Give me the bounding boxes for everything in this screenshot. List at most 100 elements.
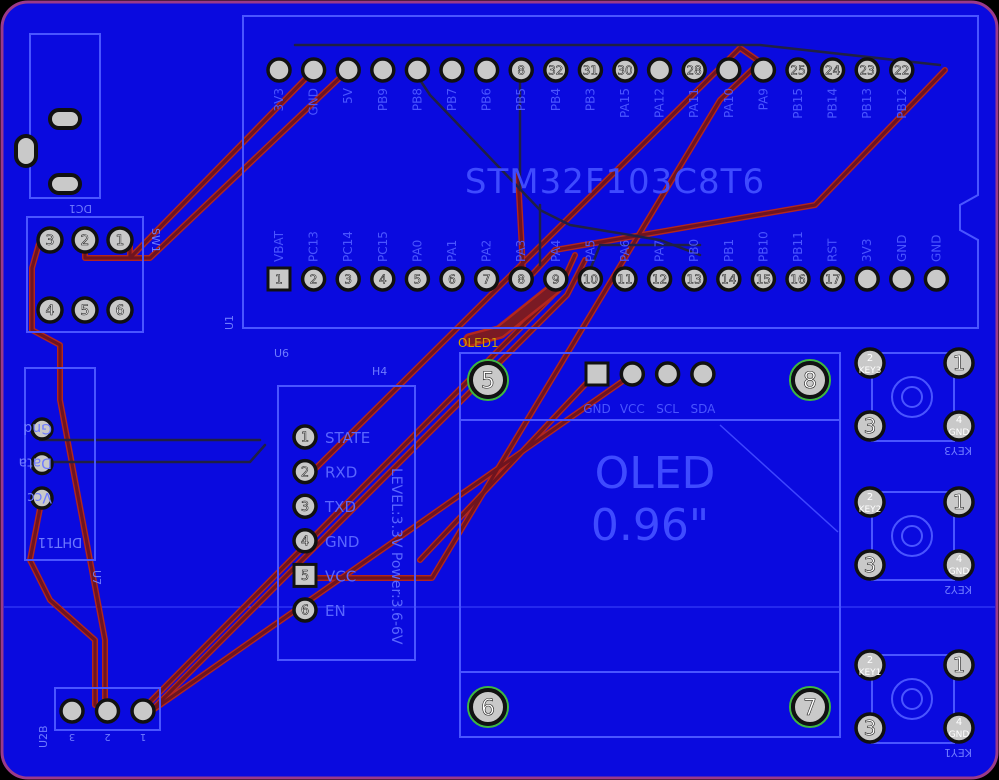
mcu-bottom-pad-14-label: 14 <box>721 272 736 286</box>
switch-silk <box>26 216 144 333</box>
regulator-pin-label-3: 3 <box>69 731 75 742</box>
oled-mount-hole-8-label: 8 <box>803 369 817 394</box>
key-pad-4-num: 4 <box>956 415 962 426</box>
mcu-bottom-pin-label-19: GND <box>929 234 943 262</box>
mcu-top-pad-PA15: 30 <box>612 57 638 83</box>
mcu-top-pin-label-PB7: PB7 <box>445 88 459 111</box>
mcu-bottom-pad-15: 15 <box>750 266 777 292</box>
mcu-bottom-pin-label-5: PA1 <box>445 240 459 262</box>
oled-pin-sda-shape <box>690 361 716 387</box>
dc-jack-pad-3 <box>48 173 82 195</box>
mcu-bottom-pad-6-label: 6 <box>448 272 456 286</box>
oled-mount-hole-7-ring <box>789 686 831 728</box>
oled-pin-gnd <box>584 361 610 387</box>
key-pad-4-num: 4 <box>956 554 962 565</box>
key-pad-3-key2-label: 3 <box>864 553 877 577</box>
mcu-top-pad-PB4: 32 <box>543 57 569 83</box>
oled-mount-hole-8: 8 <box>789 359 831 401</box>
key-ref-key1: KEY1 <box>944 746 972 759</box>
bluetooth-pin-label-gnd: GND <box>325 533 359 551</box>
key-pad-1-key3-shape <box>943 347 975 379</box>
oled-mount-hole-5-ring <box>467 359 509 401</box>
key-cap-inner-key3 <box>901 386 923 408</box>
bluetooth-pin-txd-shape <box>292 493 318 519</box>
bluetooth-pin-en: 6 <box>292 597 318 623</box>
switch-pad-1-label: 1 <box>116 233 125 249</box>
key-pad-2-key1 <box>854 649 886 681</box>
mcu-top-pad-PB8-shape <box>404 57 431 83</box>
mcu-bottom-pad-11-label: 11 <box>617 272 632 286</box>
switch-pad-4-shape <box>36 296 64 324</box>
bluetooth-pin-gnd-label: 4 <box>301 534 309 549</box>
mcu-top-pin-label-GND: GND <box>307 88 321 116</box>
bluetooth-mount-ref: H4 <box>372 365 387 378</box>
key-pad-2-key3-shape <box>854 347 886 379</box>
dht11-silk <box>24 367 96 561</box>
oled-pin-label-vcc: VCC <box>620 402 645 416</box>
mcu-bottom-pin-label-9: PA5 <box>583 240 597 262</box>
key-pad-2-num: 2 <box>867 492 873 503</box>
mcu-top-pad-PA15-shape <box>612 57 638 83</box>
key-pad-2-label: KEY1 <box>859 668 882 678</box>
key-pad-2-label: KEY2 <box>859 505 882 515</box>
mcu-bottom-pad-5-label: 5 <box>414 272 422 286</box>
key-cap-inner-key2 <box>901 525 923 547</box>
key-cap-inner-key1 <box>901 688 923 710</box>
bluetooth-pin-en-label: 6 <box>301 604 309 619</box>
dc-jack-silk <box>29 33 101 199</box>
bluetooth-pin-en-shape <box>292 597 318 623</box>
oled-pin-scl <box>654 361 681 387</box>
mcu-top-pin-label-PB3: PB3 <box>583 88 597 111</box>
mcu-bottom-pad-1-shape <box>266 266 292 292</box>
mcu-top-pad-PA11: 28 <box>681 57 707 83</box>
mcu-bottom-pad-5: 5 <box>404 266 431 292</box>
mcu-bottom-pad-20-shape <box>923 266 950 292</box>
bluetooth-pin-label-en: EN <box>325 602 346 620</box>
mcu-bottom-pad-11-shape <box>612 266 638 292</box>
switch-pad-2-label: 2 <box>81 233 90 249</box>
key-cap-outer-key3 <box>891 376 933 418</box>
mcu-bottom-pad-10-shape <box>577 266 604 292</box>
mcu-bottom-pin-label-10: PA6 <box>618 240 632 262</box>
dc-jack: DC1 <box>14 33 101 215</box>
mcu-bottom-pad-1-label: 1 <box>275 272 283 286</box>
mcu-bottom-pad-4-shape <box>370 266 396 292</box>
key-pad-2-key3 <box>854 347 886 379</box>
key-cap-outer-key2 <box>891 515 933 557</box>
mcu-top-pin-label-PA12: PA12 <box>653 88 667 118</box>
mcu-bottom-pad-13-label: 13 <box>687 272 702 286</box>
mcu-bottom-pad-15-shape <box>750 266 777 292</box>
mcu-bottom-pad-17: 17 <box>819 266 846 292</box>
oled-mount-hole-5-label: 5 <box>481 369 495 394</box>
mcu-bottom-pad-18-shape <box>854 266 880 292</box>
mcu-top-pad-PB12-label: 22 <box>894 63 909 77</box>
switch-pad-2-shape <box>71 226 99 254</box>
mcu-top-pad-PA12-shape <box>646 57 673 83</box>
dht11-pin-label-gnd: Gnd <box>23 420 52 436</box>
oled-pin-scl-shape <box>654 361 681 387</box>
mcu-bottom-pad-10-label: 10 <box>583 272 598 286</box>
mcu-bottom-pad-14-shape <box>716 266 742 292</box>
mcu-top-pad-GND-shape <box>300 57 327 83</box>
mcu-top-pad-PA11-label: 28 <box>687 63 702 77</box>
mcu-top-pin-label-PB8: PB8 <box>410 88 424 111</box>
key-pad-2-key2-shape <box>854 486 886 518</box>
mcu-top-pad-3V3-shape <box>266 57 292 83</box>
bluetooth-ref: U6 <box>274 347 289 360</box>
key-pad-4-key3-shape <box>943 410 975 442</box>
regulator-pin-label-2: 2 <box>104 731 110 742</box>
mcu-top-pad-PB13-shape <box>854 57 880 83</box>
key-pad-1-key1: 1 <box>943 649 975 681</box>
dc-jack-pad-1 <box>48 108 82 130</box>
dht11-pin-label-vcc: Vcc <box>27 489 52 505</box>
key-pad-1-key2: 1 <box>943 486 975 518</box>
mcu-bottom-pin-label-6: PA2 <box>480 240 494 262</box>
mcu-bottom-pad-3: 3 <box>335 266 361 292</box>
mcu-bottom-pad-2-label: 2 <box>310 272 318 286</box>
mcu-bottom-pad-15-label: 15 <box>756 272 771 286</box>
